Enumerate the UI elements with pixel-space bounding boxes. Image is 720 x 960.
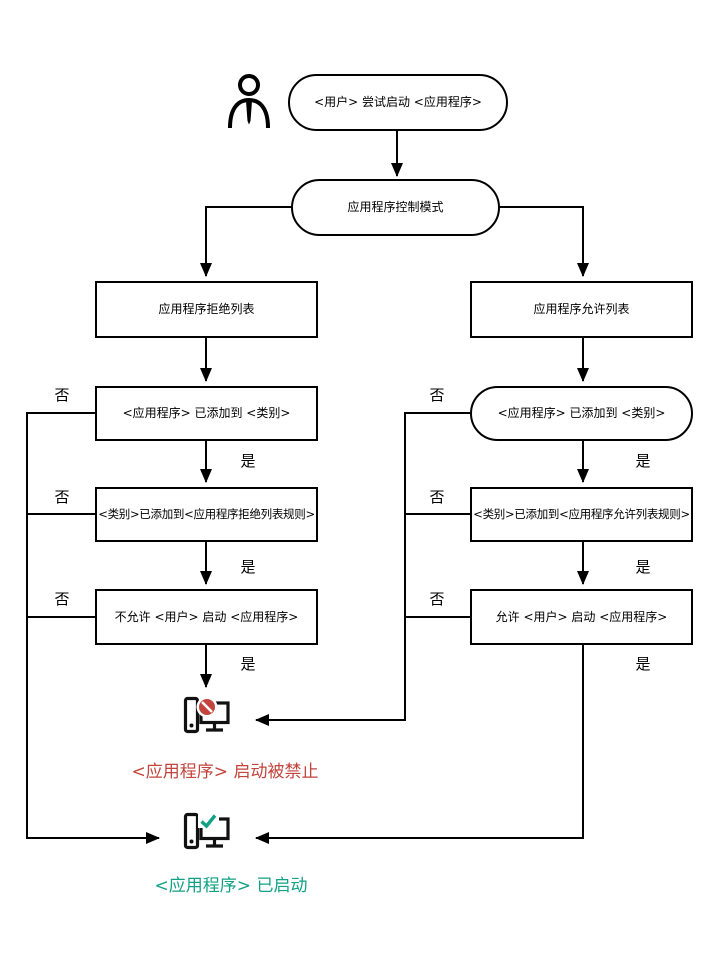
branch-label-no: 否 xyxy=(429,488,445,506)
node-label: 应用程序允许列表 xyxy=(533,302,630,316)
branch-label-yes: 是 xyxy=(635,452,651,470)
branch-label-yes: 是 xyxy=(635,558,651,576)
branch-label-no: 否 xyxy=(429,590,445,608)
node-label: <应用程序> 已添加到 <类别> xyxy=(122,406,291,420)
node-category-in-denylist-rules: <类别>已添加到<应用程序拒绝列表规则> xyxy=(95,487,318,542)
branch-label-yes: 是 xyxy=(635,655,651,673)
computer-check-icon xyxy=(179,808,233,862)
branch-label-yes: 是 xyxy=(240,452,256,470)
node-label: 允许 <用户> 启动 <应用程序> xyxy=(495,609,668,624)
started-result-label: <应用程序> 已启动 xyxy=(154,876,308,896)
blocked-result-label: <应用程序> 启动被禁止 xyxy=(131,762,319,782)
branch-label-no: 否 xyxy=(54,590,70,608)
branch-label-yes: 是 xyxy=(240,558,256,576)
node-label: 应用程序控制模式 xyxy=(347,200,444,214)
node-denylist: 应用程序拒绝列表 xyxy=(95,281,318,338)
node-label: <应用程序> 已添加到 <类别> xyxy=(497,406,666,420)
branch-label-no: 否 xyxy=(54,386,70,404)
node-category-in-allowlist-rules: <类别>已添加到<应用程序允许列表规则> xyxy=(470,487,693,542)
node-allow-user-start: 允许 <用户> 启动 <应用程序> xyxy=(470,589,693,645)
node-user-attempts-start: <用户> 尝试启动 <应用程序> xyxy=(288,74,508,131)
node-label: <用户> 尝试启动 <应用程序> xyxy=(314,95,482,109)
node-label: 不允许 <用户> 启动 <应用程序> xyxy=(114,609,299,624)
branch-label-yes: 是 xyxy=(240,655,256,673)
node-allow-app-added-to-category: <应用程序> 已添加到 <类别> xyxy=(470,386,693,441)
person-icon xyxy=(225,73,273,129)
node-deny-app-added-to-category: <应用程序> 已添加到 <类别> xyxy=(95,386,318,441)
node-label: <类别>已添加到<应用程序拒绝列表规则> xyxy=(98,507,315,522)
branch-label-no: 否 xyxy=(429,386,445,404)
node-disallow-user-start: 不允许 <用户> 启动 <应用程序> xyxy=(95,589,318,645)
branch-label-no: 否 xyxy=(54,488,70,506)
node-label: 应用程序拒绝列表 xyxy=(158,302,255,316)
node-label: <类别>已添加到<应用程序允许列表规则> xyxy=(473,507,690,522)
node-allowlist: 应用程序允许列表 xyxy=(470,281,693,338)
node-control-mode: 应用程序控制模式 xyxy=(291,179,500,236)
computer-blocked-icon xyxy=(179,692,233,746)
